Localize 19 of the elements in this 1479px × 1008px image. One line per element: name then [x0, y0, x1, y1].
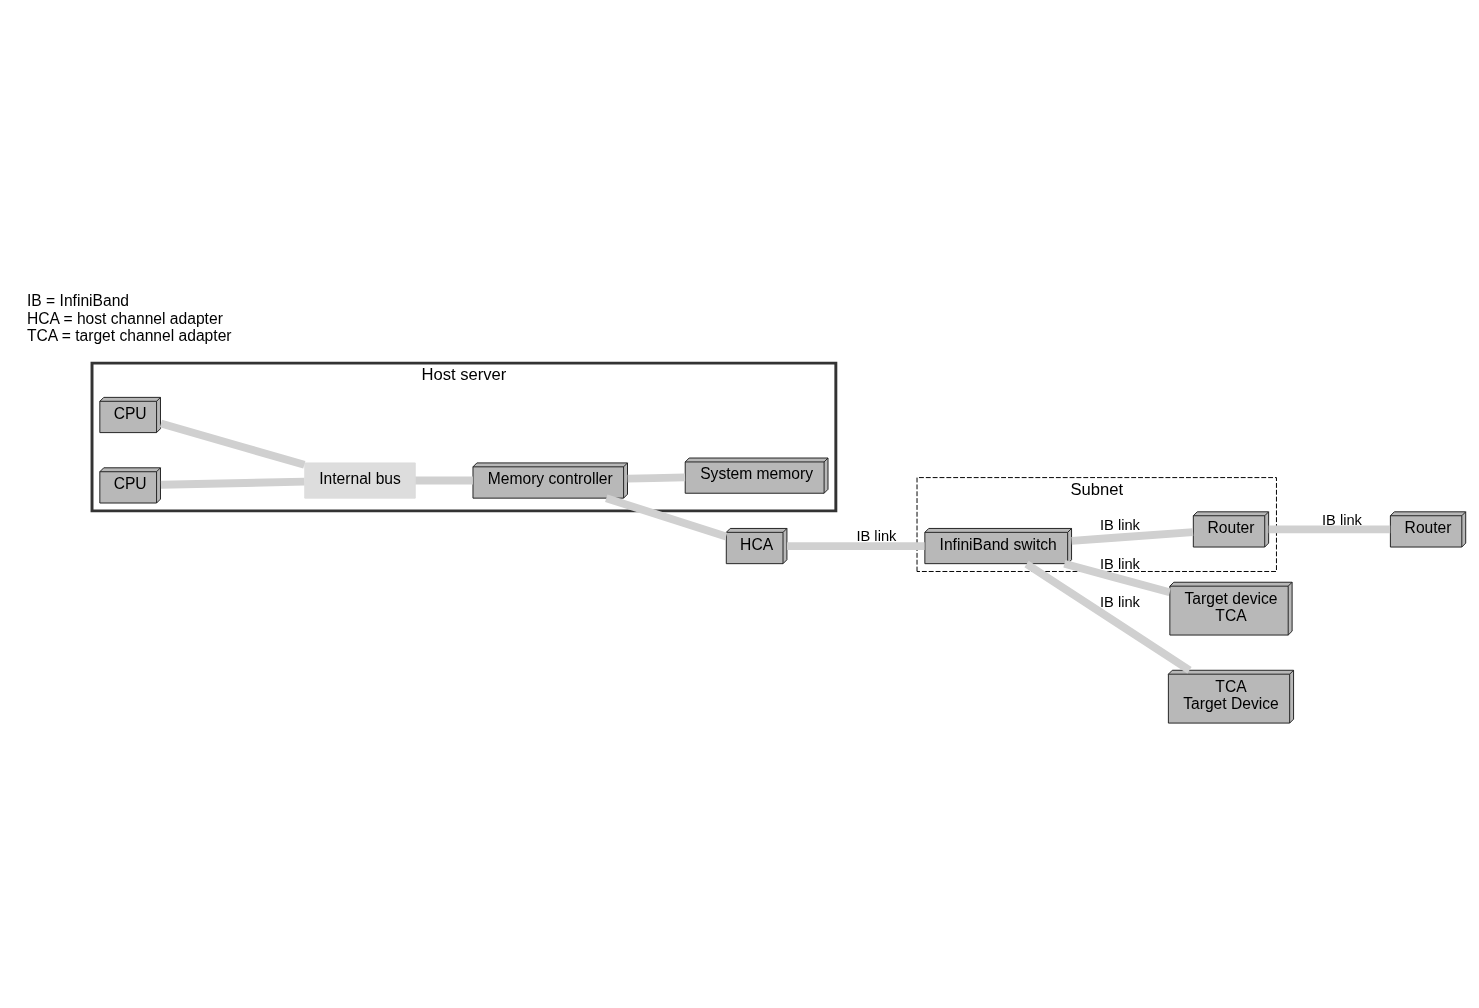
connector — [159, 419, 306, 469]
label: TCA = target channel adapter — [26, 327, 232, 345]
connector — [1268, 525, 1391, 534]
edge-label: IB link — [1322, 511, 1362, 528]
connector — [160, 477, 305, 489]
connector — [787, 542, 925, 550]
connector — [415, 476, 473, 485]
connector — [1024, 560, 1192, 674]
connector — [627, 473, 686, 483]
connector — [1071, 528, 1194, 545]
connector — [1063, 559, 1171, 597]
node-box: Internal bus — [304, 462, 416, 499]
connector — [605, 494, 728, 541]
edge-label: IB link — [856, 528, 897, 545]
edge-label: IB link — [1100, 593, 1140, 610]
label: HCA = host channel adapter — [26, 309, 223, 327]
edge-label: IB link — [1100, 517, 1140, 534]
label: IB = InfiniBand — [26, 292, 130, 310]
edge-label: IB link — [1100, 555, 1140, 572]
